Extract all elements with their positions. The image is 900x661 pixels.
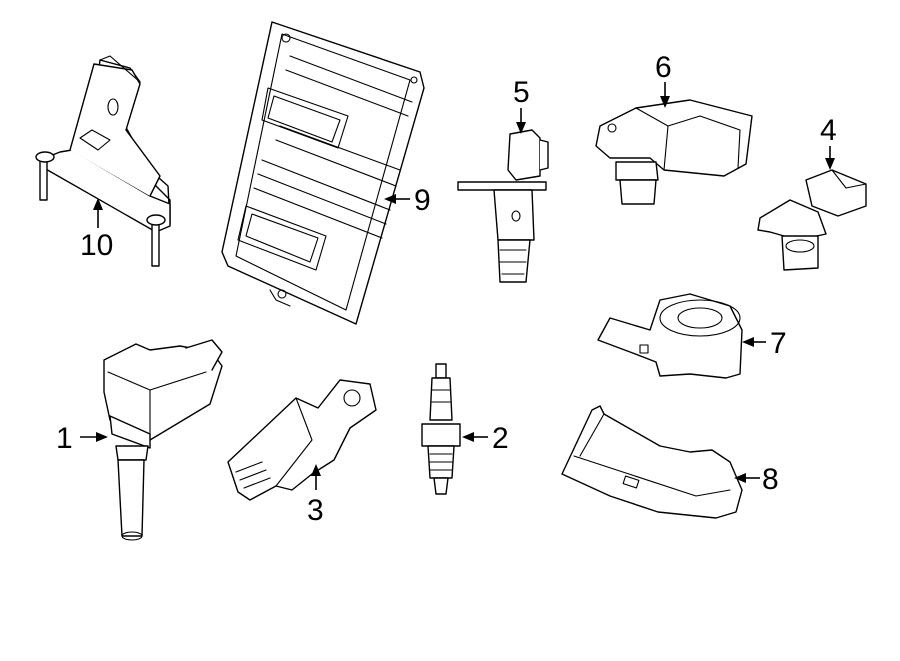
callout-label-3: 3 <box>307 494 324 527</box>
part-4-sensor <box>757 169 867 271</box>
arrowhead-7 <box>742 337 754 347</box>
arrowhead-1 <box>96 432 108 442</box>
part-5-sensor <box>457 129 549 283</box>
callout-1: 1 <box>56 422 108 455</box>
arrowhead-9 <box>384 194 396 204</box>
arrowhead-2 <box>462 432 474 442</box>
part-8-shield <box>561 405 743 519</box>
arrowhead-5 <box>516 122 526 134</box>
callout-label-8: 8 <box>762 463 779 496</box>
callout-label-6: 6 <box>655 51 672 84</box>
callout-label-4: 4 <box>820 114 837 147</box>
arrowhead-10 <box>93 198 103 210</box>
callout-3: 3 <box>307 464 324 527</box>
part-7-knock-sensor <box>597 293 743 379</box>
callout-6: 6 <box>655 51 672 108</box>
part-6-map-sensor <box>595 99 753 205</box>
callout-label-9: 9 <box>414 184 431 217</box>
callout-10: 10 <box>80 198 113 262</box>
callout-label-5: 5 <box>513 76 530 109</box>
arrowhead-4 <box>825 158 835 170</box>
callout-9: 9 <box>384 184 431 217</box>
callout-label-2: 2 <box>492 422 509 455</box>
callout-label-7: 7 <box>770 327 787 360</box>
arrowhead-6 <box>660 96 670 108</box>
part-10-bracket <box>35 55 171 267</box>
arrowhead-8 <box>734 473 746 483</box>
callout-7: 7 <box>742 327 787 360</box>
arrowhead-3 <box>311 464 321 476</box>
part-2-spark-plug <box>421 363 461 495</box>
callout-label-10: 10 <box>80 229 113 262</box>
callout-label-1: 1 <box>56 422 73 455</box>
callout-4: 4 <box>820 114 837 170</box>
callout-2: 2 <box>462 422 509 455</box>
callout-8: 8 <box>734 463 779 496</box>
part-1-ignition-coil <box>103 339 223 541</box>
part-9-ecm <box>221 21 425 325</box>
part-3-temp-sensor <box>227 379 377 501</box>
callout-5: 5 <box>513 76 530 134</box>
